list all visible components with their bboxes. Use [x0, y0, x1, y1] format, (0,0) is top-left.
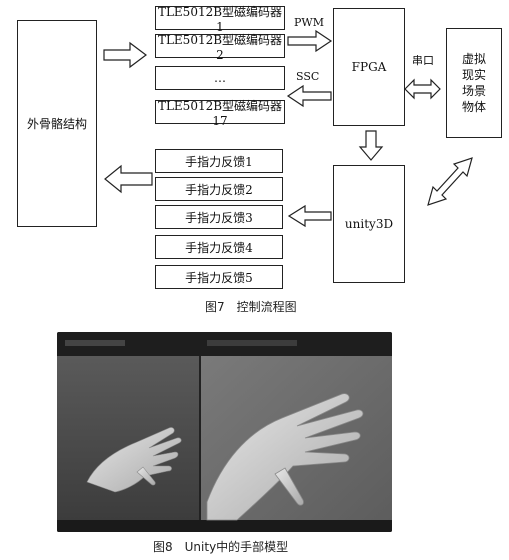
feedback-box-1: 手指力反馈1 [155, 149, 283, 173]
serial-label: 串口 [412, 54, 434, 67]
feedback-label-1: 手指力反馈1 [185, 154, 253, 169]
feedback-box-2: 手指力反馈2 [155, 177, 283, 201]
ssc-label: SSC [296, 70, 320, 83]
unity-label: unity3D [344, 217, 394, 231]
feedback-label-3: 手指力反馈3 [185, 210, 253, 225]
feedback-label-2: 手指力反馈2 [185, 182, 253, 197]
arrow-feedback-to-exo [104, 164, 153, 194]
feedback-label-5: 手指力反馈5 [185, 270, 253, 285]
exoskeleton-box: 外骨骼结构 [17, 20, 97, 227]
feedback-box-3: 手指力反馈3 [155, 205, 283, 229]
encoder-box-ellipsis: … [155, 66, 285, 90]
encoder-label-2: TLE5012B型磁编码器2 [157, 32, 283, 62]
arrow-ssc [286, 84, 332, 108]
encoder-label-1: TLE5012B型磁编码器1 [157, 4, 283, 34]
feedback-box-5: 手指力反馈5 [155, 265, 283, 289]
virtual-object-box: 虚拟 现实 场景 物体 [446, 28, 502, 138]
large-hand-model [206, 393, 364, 521]
arrow-pwm [287, 29, 333, 53]
encoder-box-2: TLE5012B型磁编码器2 [155, 33, 285, 62]
fpga-box: FPGA [333, 8, 405, 126]
feedback-label-4: 手指力反馈4 [185, 240, 253, 255]
arrow-serial [404, 78, 441, 100]
figure7-caption: 图7 控制流程图 [205, 300, 297, 314]
encoder-label-17: TLE5012B型磁编码器17 [157, 98, 283, 128]
exoskeleton-label: 外骨骼结构 [26, 117, 87, 131]
virtual-object-label: 虚拟 现实 场景 物体 [461, 52, 486, 114]
fpga-label: FPGA [351, 60, 387, 74]
encoder-box-1: TLE5012B型磁编码器1 [155, 5, 285, 34]
pwm-label: PWM [294, 16, 324, 29]
arrow-exo-to-encoders [103, 41, 147, 69]
encoder-label-ellipsis: … [214, 71, 226, 85]
arrow-unity-to-feedback [287, 204, 332, 228]
unity-box: unity3D [333, 165, 405, 283]
encoder-box-17: TLE5012B型磁编码器17 [155, 99, 285, 128]
figure8-caption: 图8 Unity中的手部模型 [153, 540, 289, 554]
feedback-box-4: 手指力反馈4 [155, 235, 283, 259]
arrow-fpga-to-unity [358, 130, 384, 161]
arrow-unity-virtual [427, 157, 473, 206]
left-viewport [57, 356, 200, 532]
small-hand-model [86, 427, 182, 493]
unity-hand-photo [57, 332, 392, 532]
